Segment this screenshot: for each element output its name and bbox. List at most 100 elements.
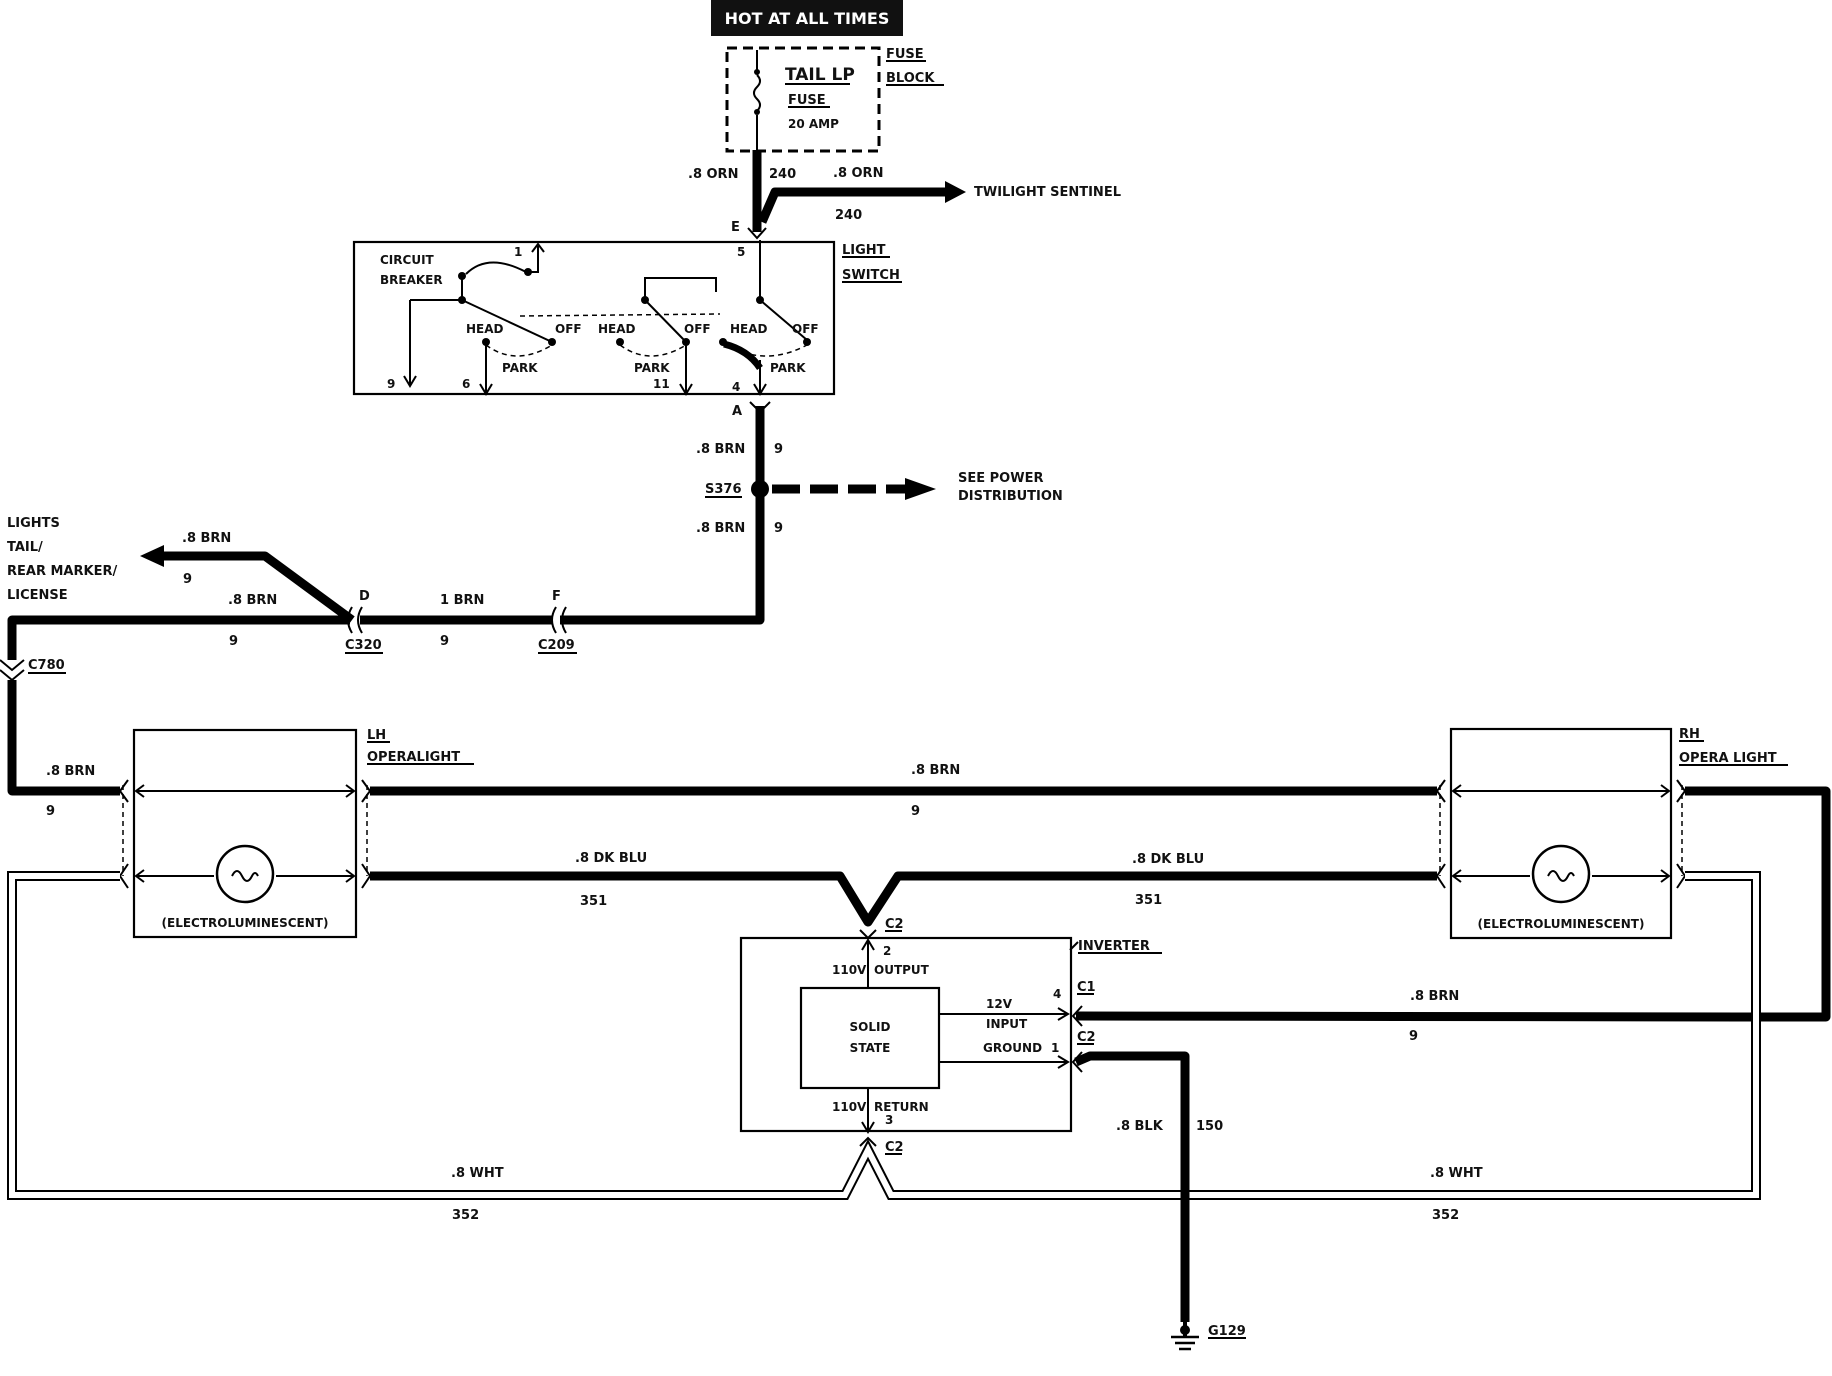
switch-off-3: OFF xyxy=(792,322,819,336)
switch-park-2: PARK xyxy=(634,361,670,375)
inverter-pin4: 4 xyxy=(1053,987,1061,1001)
pin-4-label: 4 xyxy=(732,380,740,394)
blk-circuit: 150 xyxy=(1196,1119,1223,1134)
blu-right-size: .8 DK BLU xyxy=(1132,852,1204,867)
mid-wire-circuit: 9 xyxy=(440,634,449,649)
inverter-ret-110: 110V xyxy=(832,1100,867,1114)
tail-label-1: LIGHTS xyxy=(7,516,60,531)
solid-label: SOLID xyxy=(850,1020,891,1034)
tail-wire-size: .8 BRN xyxy=(182,531,231,546)
connector-icon xyxy=(859,1136,877,1147)
fuse-block-label2: BLOCK xyxy=(886,71,935,86)
inverter-c2-bot: C2 xyxy=(885,1140,904,1155)
inverter-return: RETURN xyxy=(874,1100,929,1114)
tail-label-4: LICENSE xyxy=(7,588,68,603)
feed-left-circuit: 240 xyxy=(769,167,796,182)
rh-type: (ELECTROLUMINESCENT) xyxy=(1478,917,1645,931)
c209-label: C209 xyxy=(538,638,575,653)
switch-head-2: HEAD xyxy=(598,322,636,336)
left-wire-circuit: 9 xyxy=(229,634,238,649)
hot-banner-text: HOT AT ALL TIMES xyxy=(725,9,890,28)
fuse-word: FUSE xyxy=(788,93,826,108)
lh-in-size: .8 BRN xyxy=(46,764,95,779)
inverter-out-110: 110V xyxy=(832,963,867,977)
lamp-icon xyxy=(215,844,275,904)
circuit-breaker-label1: CIRCUIT xyxy=(380,253,435,267)
twilight-sentinel-label: TWILIGHT SENTINEL xyxy=(974,185,1121,200)
fuse-block-label1: FUSE xyxy=(886,47,924,62)
rh-label1: RH xyxy=(1679,727,1700,742)
fuse-rating: 20 AMP xyxy=(788,117,839,131)
c209-pin: F xyxy=(552,589,561,604)
wht-left-circuit: 352 xyxy=(452,1208,479,1223)
splice-upper-circuit: 9 xyxy=(774,442,783,457)
breaker-contact-icon xyxy=(458,272,466,280)
dk-blu-wire-351 xyxy=(370,871,1437,927)
light-switch-label2: SWITCH xyxy=(842,268,900,283)
blk-size: .8 BLK xyxy=(1116,1119,1164,1134)
feed-right-size: .8 ORN xyxy=(833,166,883,181)
connector-icon xyxy=(859,929,877,940)
pin-9-label: 9 xyxy=(387,377,395,391)
switch-head-1: HEAD xyxy=(466,322,504,336)
pin-1-label: 1 xyxy=(514,245,522,259)
brn-right-circuit: 9 xyxy=(1409,1029,1418,1044)
pin-11-label: 11 xyxy=(653,377,670,391)
inverter-pin1: 1 xyxy=(1051,1041,1059,1055)
switch-terminal-e: E xyxy=(731,220,740,235)
twilight-sentinel-wire xyxy=(757,187,945,224)
blu-left-size: .8 DK BLU xyxy=(575,851,647,866)
rh-label2: OPERA LIGHT xyxy=(1679,751,1777,766)
pin-6-label: 6 xyxy=(462,377,470,391)
switch-park-1: PARK xyxy=(502,361,538,375)
arrow-left-icon xyxy=(140,545,164,567)
feed-right-circuit: 240 xyxy=(835,208,862,223)
brn-right-size: .8 BRN xyxy=(1410,989,1459,1004)
splice-lower-circuit: 9 xyxy=(774,521,783,536)
hot-banner xyxy=(711,0,903,36)
feed-left-size: .8 ORN xyxy=(688,167,738,182)
input-label: INPUT xyxy=(986,1017,1028,1031)
lh-type: (ELECTROLUMINESCENT) xyxy=(162,916,329,930)
blu-left-circuit: 351 xyxy=(580,894,607,909)
lamp-icon xyxy=(1531,844,1591,904)
connector-icon xyxy=(118,779,129,803)
inverter-label: INVERTER xyxy=(1078,939,1150,954)
c780-connector-icon xyxy=(0,659,25,682)
inverter-c2-top: C2 xyxy=(885,917,904,932)
arrow-right-icon xyxy=(905,478,936,500)
c320-pin: D xyxy=(359,589,370,604)
rh-opera-light-box xyxy=(1449,727,1673,940)
fuse-terminal-icon xyxy=(754,69,760,75)
fuse-name: TAIL LP xyxy=(785,65,855,85)
switch-park-3: PARK xyxy=(770,361,806,375)
tail-wire-circuit: 9 xyxy=(183,572,192,587)
brn-mid-circuit: 9 xyxy=(911,804,920,819)
lh-opera-light-box xyxy=(132,728,358,939)
left-wire-size: .8 BRN xyxy=(228,593,277,608)
brn-wire-inverter xyxy=(1075,1011,1741,1022)
lh-label2: OPERALIGHT xyxy=(367,750,460,765)
light-switch-label1: LIGHT xyxy=(842,243,886,258)
input-12v: 12V xyxy=(986,997,1013,1011)
blu-right-circuit: 351 xyxy=(1135,893,1162,908)
tail-label-3: REAR MARKER/ xyxy=(7,564,117,579)
see-power-label: SEE POWER xyxy=(958,471,1043,486)
wht-right-size: .8 WHT xyxy=(1430,1166,1483,1181)
splice-dot-icon xyxy=(751,480,769,498)
connector-icon xyxy=(1071,1005,1083,1027)
tail-light-wire xyxy=(160,551,355,624)
state-label: STATE xyxy=(850,1041,891,1055)
inverter-pin3: 3 xyxy=(885,1113,893,1127)
light-switch-box xyxy=(352,240,836,396)
wht-right-circuit: 352 xyxy=(1432,1208,1459,1223)
arrow-right-icon xyxy=(945,181,966,203)
switch-off-2: OFF xyxy=(684,322,711,336)
distribution-label: DISTRIBUTION xyxy=(958,489,1063,504)
connector-icon xyxy=(747,227,767,240)
breaker-icon xyxy=(465,261,527,275)
inverter-c2-mid: C2 xyxy=(1077,1030,1096,1045)
inverter-c1: C1 xyxy=(1077,980,1096,995)
tail-label-2: TAIL/ xyxy=(7,540,43,555)
